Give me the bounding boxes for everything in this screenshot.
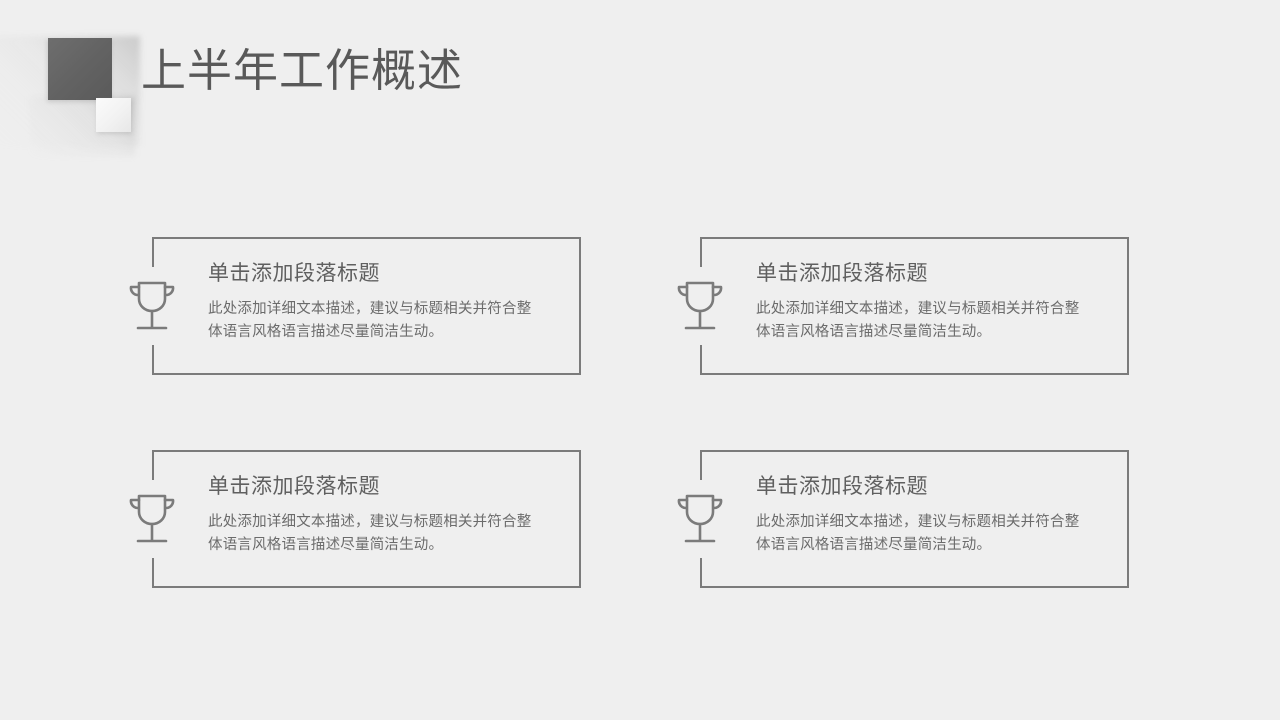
trophy-icon <box>667 482 733 556</box>
card-description: 此处添加详细文本描述，建议与标题相关并符合整体语言风格语言描述尽量简洁生动。 <box>756 514 1080 553</box>
card-body: 单击添加段落标题 此处添加详细文本描述，建议与标题相关并符合整体语言风格语言描述… <box>208 472 558 557</box>
card-title: 单击添加段落标题 <box>208 475 380 498</box>
card-body: 单击添加段落标题 此处添加详细文本描述，建议与标题相关并符合整体语言风格语言描述… <box>756 472 1106 557</box>
card-description: 此处添加详细文本描述，建议与标题相关并符合整体语言风格语言描述尽量简洁生动。 <box>208 514 532 553</box>
card-body: 单击添加段落标题 此处添加详细文本描述，建议与标题相关并符合整体语言风格语言描述… <box>208 259 558 344</box>
card-border-right <box>1127 237 1129 375</box>
card-border-bottom <box>700 373 1129 375</box>
card-border-left-top <box>700 450 702 480</box>
card-border-left-top <box>700 237 702 267</box>
card-description: 此处添加详细文本描述，建议与标题相关并符合整体语言风格语言描述尽量简洁生动。 <box>208 301 532 340</box>
card-border-right <box>1127 450 1129 588</box>
card-title: 单击添加段落标题 <box>756 262 928 285</box>
card-border-bottom <box>152 373 581 375</box>
card-body: 单击添加段落标题 此处添加详细文本描述，建议与标题相关并符合整体语言风格语言描述… <box>756 259 1106 344</box>
card-border-bottom <box>152 586 581 588</box>
card-border-top <box>152 237 581 239</box>
card-border-left-top <box>152 237 154 267</box>
content-card[interactable]: 单击添加段落标题 此处添加详细文本描述，建议与标题相关并符合整体语言风格语言描述… <box>677 237 1129 375</box>
card-border-right <box>579 237 581 375</box>
card-border-left-bottom <box>700 558 702 588</box>
dark-square-icon <box>48 38 112 100</box>
content-card[interactable]: 单击添加段落标题 此处添加详细文本描述，建议与标题相关并符合整体语言风格语言描述… <box>129 237 581 375</box>
content-card[interactable]: 单击添加段落标题 此处添加详细文本描述，建议与标题相关并符合整体语言风格语言描述… <box>677 450 1129 588</box>
card-title: 单击添加段落标题 <box>208 262 380 285</box>
card-title: 单击添加段落标题 <box>756 475 928 498</box>
card-border-left-bottom <box>152 345 154 375</box>
card-border-top <box>700 450 1129 452</box>
card-border-bottom <box>700 586 1129 588</box>
card-border-top <box>700 237 1129 239</box>
trophy-icon <box>119 482 185 556</box>
card-border-left-bottom <box>152 558 154 588</box>
trophy-icon <box>119 269 185 343</box>
card-border-left-bottom <box>700 345 702 375</box>
light-square-icon <box>96 98 131 132</box>
card-border-top <box>152 450 581 452</box>
card-border-left-top <box>152 450 154 480</box>
card-border-right <box>579 450 581 588</box>
card-description: 此处添加详细文本描述，建议与标题相关并符合整体语言风格语言描述尽量简洁生动。 <box>756 301 1080 340</box>
page-title: 上半年工作概述 <box>141 45 464 96</box>
content-card[interactable]: 单击添加段落标题 此处添加详细文本描述，建议与标题相关并符合整体语言风格语言描述… <box>129 450 581 588</box>
trophy-icon <box>667 269 733 343</box>
